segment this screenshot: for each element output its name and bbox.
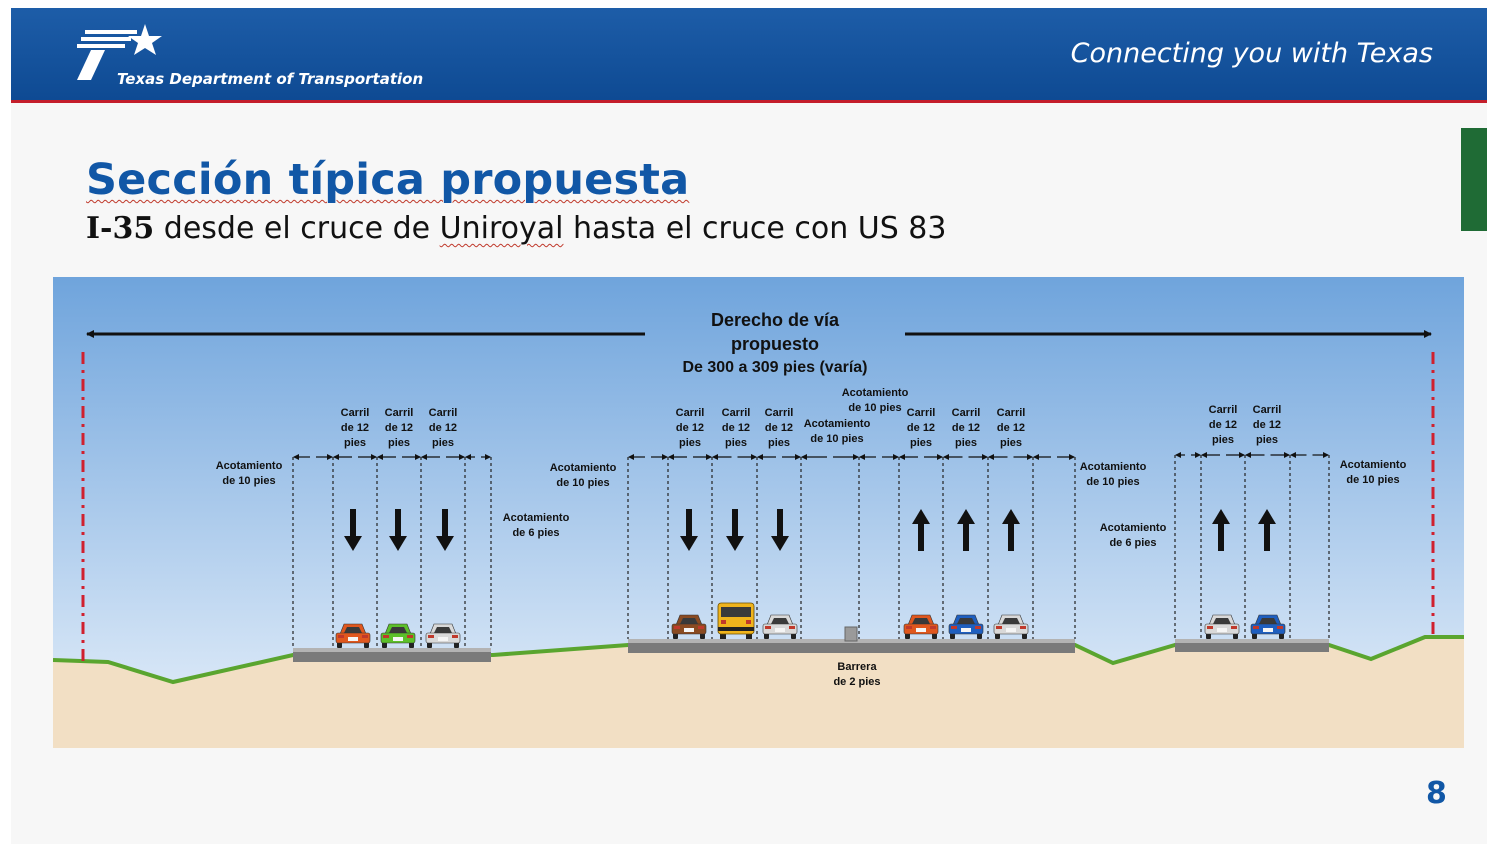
vehicles	[335, 602, 1286, 648]
lane-label: pies	[768, 437, 790, 449]
down-arrow-icon	[436, 509, 454, 551]
header-tagline: Connecting you with Texas	[1070, 38, 1433, 69]
row-label-2: propuesto	[731, 334, 819, 354]
up-arrow-icon	[1212, 509, 1230, 551]
lane-label: pies	[955, 437, 977, 449]
lane-label: de 12	[676, 422, 704, 434]
shoulder-labels: Acotamiento de 10 pies Acotamiento de 6 …	[216, 387, 1407, 688]
label-barrier: Barrera	[837, 661, 877, 673]
slide-side-tab	[1461, 128, 1487, 231]
subtitle-place: Uniroyal	[439, 211, 564, 246]
up-arrow-icon	[1002, 509, 1020, 551]
txdot-logo[interactable]: Texas Department of Transportation	[69, 22, 429, 92]
lane-label: Carril	[765, 407, 794, 419]
car-icon	[993, 614, 1029, 639]
median-barrier	[844, 626, 858, 642]
lane-label: pies	[388, 437, 410, 449]
label-shoulder-10-c-2: de 10 pies	[810, 433, 863, 445]
label-shoulder-10-f-2: de 10 pies	[1346, 474, 1399, 486]
lane-labels: Carril de 12 pies Carril de 12 pies Carril de 1…	[341, 404, 1282, 449]
typical-section-diagram: Derecho de vía propuesto De 300 a 309 pi…	[52, 277, 1464, 748]
slide-title: Sección típica propuesta	[86, 155, 689, 205]
lane-label: Carril	[722, 407, 751, 419]
slide-title-text: Sección típica propuesta	[86, 155, 690, 205]
lane-label: Carril	[429, 407, 458, 419]
lane-label: de 12	[907, 422, 935, 434]
lane-label: pies	[910, 437, 932, 449]
up-arrow-icon	[1258, 509, 1276, 551]
down-arrow-icon	[726, 509, 744, 551]
lane-label: pies	[1000, 437, 1022, 449]
school-bus-icon	[717, 602, 755, 639]
lane-label: pies	[725, 437, 747, 449]
up-arrow-icon	[957, 509, 975, 551]
car-icon	[425, 623, 461, 648]
label-shoulder-10-b-2: de 10 pies	[556, 477, 609, 489]
label-shoulder-10-e-2: de 10 pies	[1086, 476, 1139, 488]
car-icon	[671, 614, 707, 639]
label-shoulder-6-a-2: de 6 pies	[512, 527, 559, 539]
cross-section-svg: Derecho de vía propuesto De 300 a 309 pi…	[52, 277, 1464, 748]
lane-label: de 12	[952, 422, 980, 434]
label-shoulder-10-d: Acotamiento	[842, 387, 909, 399]
label-shoulder-6-b: Acotamiento	[1100, 522, 1167, 534]
lane-label: de 12	[1253, 419, 1281, 431]
header-bar: Texas Department of Transportation Conne…	[11, 8, 1487, 103]
label-shoulder-10-f: Acotamiento	[1340, 459, 1407, 471]
row-label-1: Derecho de vía	[711, 310, 840, 330]
lane-label: Carril	[907, 407, 936, 419]
lane-label: de 12	[385, 422, 413, 434]
up-arrow-icon	[912, 509, 930, 551]
down-arrow-icon	[771, 509, 789, 551]
direction-arrows	[344, 509, 1276, 551]
label-shoulder-10-a: Acotamiento	[216, 460, 283, 472]
subtitle-part-2: hasta el cruce con US 83	[563, 211, 947, 246]
slide-subtitle: I-35 desde el cruce de Uniroyal hasta el…	[86, 211, 946, 246]
lane-label: Carril	[952, 407, 981, 419]
down-arrow-icon	[389, 509, 407, 551]
lane-label: de 12	[722, 422, 750, 434]
row-label-3: De 300 a 309 pies (varía)	[682, 359, 867, 376]
down-arrow-icon	[680, 509, 698, 551]
page-number: 8	[1426, 776, 1447, 811]
label-shoulder-10-b: Acotamiento	[550, 462, 617, 474]
car-icon	[903, 614, 939, 639]
lane-label: Carril	[1209, 404, 1238, 416]
lane-label: de 12	[341, 422, 369, 434]
label-shoulder-10-c: Acotamiento	[804, 418, 871, 430]
car-icon	[1204, 614, 1240, 639]
label-barrier-2: de 2 pies	[833, 676, 880, 688]
dimension-lines	[292, 452, 1330, 648]
ground	[53, 637, 1464, 748]
label-shoulder-10-a-2: de 10 pies	[222, 475, 275, 487]
lane-label: de 12	[1209, 419, 1237, 431]
lane-label: Carril	[1253, 404, 1282, 416]
label-shoulder-10-d-2: de 10 pies	[848, 402, 901, 414]
car-icon	[948, 614, 984, 639]
label-shoulder-6-a: Acotamiento	[503, 512, 570, 524]
lane-label: pies	[679, 437, 701, 449]
car-icon	[762, 614, 798, 639]
lane-label: pies	[1212, 434, 1234, 446]
logo-text: Texas Department of Transportation	[117, 70, 424, 88]
lane-label: de 12	[997, 422, 1025, 434]
subtitle-highway: I-35	[86, 211, 155, 246]
label-shoulder-6-b-2: de 6 pies	[1109, 537, 1156, 549]
subtitle-part-1: desde el cruce de	[154, 211, 440, 246]
lane-label: Carril	[385, 407, 414, 419]
lane-label: pies	[1256, 434, 1278, 446]
down-arrow-icon	[344, 509, 362, 551]
txdot-star-logo-icon	[77, 24, 162, 80]
lane-label: pies	[432, 437, 454, 449]
lane-label: Carril	[676, 407, 705, 419]
car-icon	[1250, 614, 1286, 639]
lane-label: pies	[344, 437, 366, 449]
label-shoulder-10-e: Acotamiento	[1080, 461, 1147, 473]
lane-label: de 12	[429, 422, 457, 434]
lane-label: Carril	[997, 407, 1026, 419]
car-icon	[335, 623, 371, 648]
car-icon	[380, 623, 416, 648]
lane-label: Carril	[341, 407, 370, 419]
lane-label: de 12	[765, 422, 793, 434]
